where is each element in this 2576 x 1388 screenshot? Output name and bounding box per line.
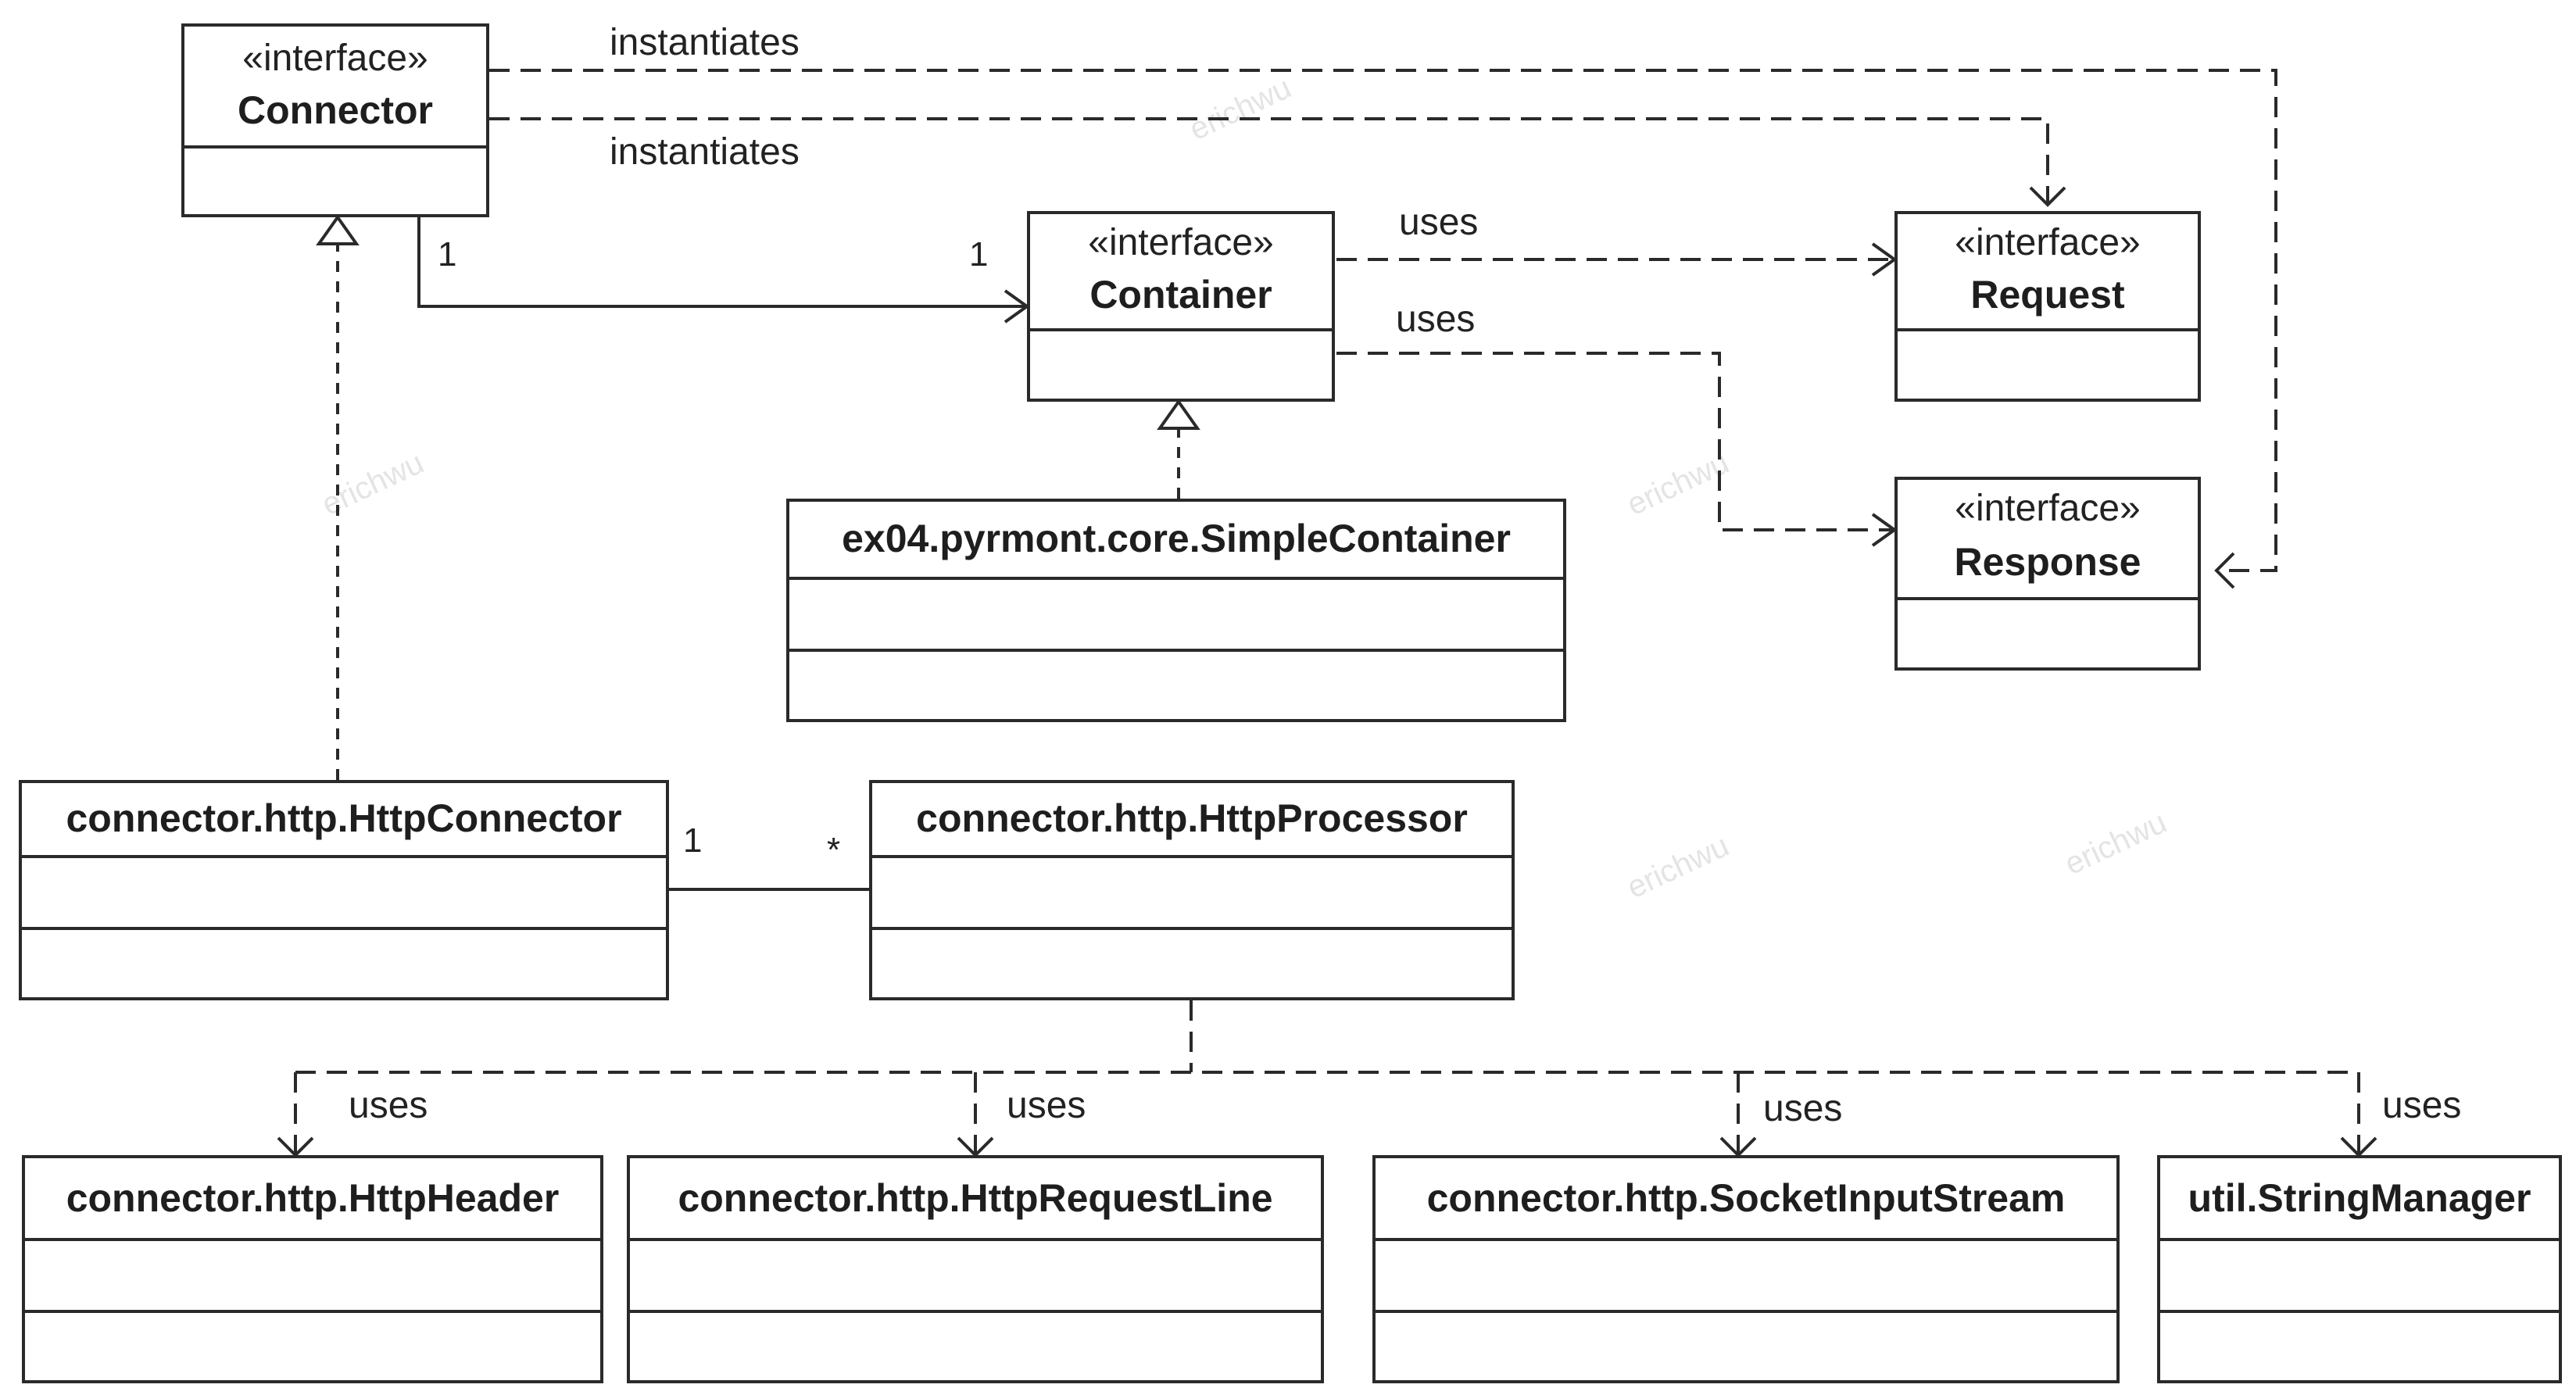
class-name: connector.http.HttpConnector (66, 796, 621, 840)
class-name: Connector (238, 88, 433, 132)
stereotype-label: «interface» (1088, 222, 1274, 263)
processor-uses-dependencies (277, 1000, 2377, 1157)
uses-label: uses (2382, 1085, 2461, 1126)
watermark-text: erichwu (1622, 445, 1734, 522)
multiplicity-label: 1 (683, 821, 702, 860)
stereotype-label: «interface» (1955, 488, 2141, 529)
class-response[interactable]: «interface» Response (1894, 477, 2201, 671)
uses-label: uses (1763, 1088, 1842, 1129)
watermark-text: erichwu (1622, 828, 1734, 905)
class-http-request-line[interactable]: connector.http.HttpRequestLine (627, 1155, 1324, 1383)
instantiates-response-dependency (489, 69, 2277, 589)
uses-label: uses (1007, 1085, 1086, 1126)
uses-label: uses (1396, 299, 1475, 340)
class-name: connector.http.HttpRequestLine (678, 1176, 1272, 1220)
class-name: connector.http.HttpHeader (66, 1176, 560, 1220)
class-container[interactable]: «interface» Container (1027, 211, 1335, 402)
multiplicity-label: * (827, 831, 840, 869)
multiplicity-label: 1 (438, 235, 456, 274)
instantiates-request-dependency (489, 117, 2066, 207)
watermark-text: erichwu (1184, 70, 1297, 147)
instantiates-label: instantiates (610, 131, 800, 173)
class-http-header[interactable]: connector.http.HttpHeader (22, 1155, 603, 1383)
class-name: Container (1089, 273, 1272, 317)
http-connector-realization (316, 214, 360, 780)
class-string-manager[interactable]: util.StringManager (2157, 1155, 2562, 1383)
class-name: connector.http.SocketInputStream (1427, 1176, 2066, 1220)
stereotype-label: «interface» (242, 38, 428, 79)
stereotype-label: «interface» (1955, 222, 2141, 263)
class-request[interactable]: «interface» Request (1894, 211, 2201, 402)
class-connector[interactable]: «interface» Connector (181, 23, 489, 217)
uses-label: uses (349, 1085, 428, 1126)
class-name: connector.http.HttpProcessor (916, 796, 1468, 840)
class-http-processor[interactable]: connector.http.HttpProcessor (869, 780, 1515, 1000)
class-socket-input-stream[interactable]: connector.http.SocketInputStream (1372, 1155, 2120, 1383)
uses-label: uses (1399, 202, 1478, 243)
multiplicity-label: 1 (969, 235, 988, 274)
class-simple-container[interactable]: ex04.pyrmont.core.SimpleContainer (786, 499, 1566, 722)
simple-container-realization (1157, 399, 1200, 499)
instantiates-label: instantiates (610, 22, 800, 63)
connector-container-association (417, 217, 1030, 324)
watermark-text: erichwu (317, 445, 429, 522)
class-name: util.StringManager (2188, 1176, 2531, 1220)
class-http-connector[interactable]: connector.http.HttpConnector (19, 780, 669, 1000)
watermark-text: erichwu (2059, 805, 2172, 882)
watermarks: erichwu erichwu erichwu erichwu erichwu (317, 70, 2172, 905)
class-name: Response (1955, 540, 2141, 584)
class-name: Request (1970, 273, 2125, 317)
class-name: ex04.pyrmont.core.SimpleContainer (842, 517, 1511, 560)
container-uses-request-dependency (1336, 242, 1898, 277)
